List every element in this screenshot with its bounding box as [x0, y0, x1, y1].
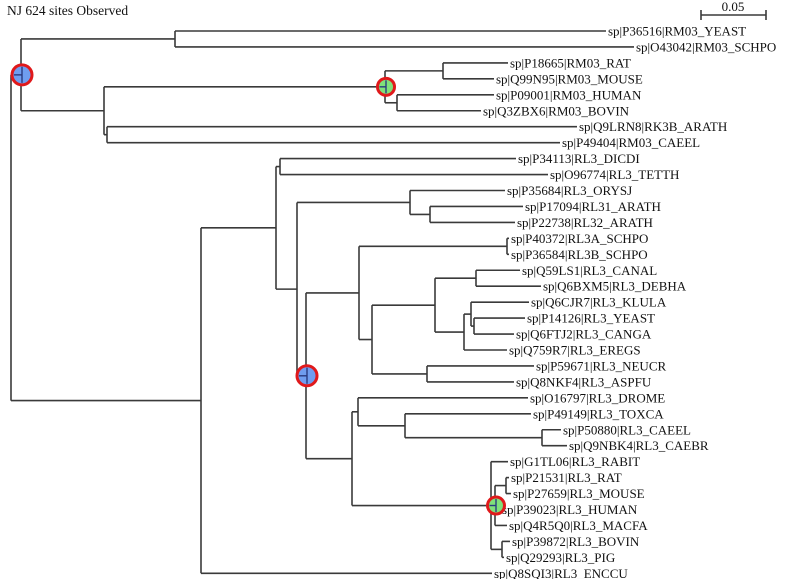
leaf-label[interactable]: sp|P36516|RM03_YEAST	[608, 24, 746, 39]
leaf-label[interactable]: sp|P21531|RL3_RAT	[511, 470, 622, 485]
leaf-label[interactable]: sp|P39023|RL3_HUMAN	[502, 502, 638, 517]
leaf-label[interactable]: sp|P27659|RL3_MOUSE	[513, 486, 645, 501]
leaf-label[interactable]: sp|Q29293|RL3_PIG	[506, 550, 615, 565]
leaf-label[interactable]: sp|P50880|RL3_CAEEL	[563, 422, 691, 437]
leaf-label[interactable]: sp|P36584|RL3B_SCHPO	[511, 247, 648, 262]
leaf-label[interactable]: sp|Q59LS1|RL3_CANAL	[522, 263, 657, 278]
branches	[10, 30, 634, 575]
leaf-label[interactable]: sp|Q6CJR7|RL3_KLULA	[531, 295, 667, 310]
leaf-label[interactable]: sp|Q9LRN8|RK3B_ARATH	[579, 119, 727, 134]
leaf-label[interactable]: sp|Q6FTJ2|RL3_CANGA	[516, 327, 652, 342]
leaf-label[interactable]: sp|P49149|RL3_TOXCA	[533, 406, 664, 421]
leaf-label[interactable]: sp|P59671|RL3_NEUCR	[536, 358, 666, 373]
leaf-label[interactable]: sp|P22738|RL32_ARATH	[517, 215, 653, 230]
leaf-label[interactable]: sp|P18665|RM03_RAT	[510, 55, 631, 70]
leaf-label[interactable]: sp|Q9NBK4|RL3_CAEBR	[569, 438, 709, 453]
leaf-label[interactable]: sp|P49404|RM03_CAEEL	[562, 135, 700, 150]
leaf-label[interactable]: sp|P40372|RL3A_SCHPO	[511, 231, 648, 246]
leaf-label[interactable]: sp|Q8NKF4|RL3_ASPFU	[516, 374, 652, 389]
leaf-label[interactable]: sp|Q4R5Q0|RL3_MACFA	[509, 518, 648, 533]
leaf-label[interactable]: sp|O43042|RM03_SCHPO	[636, 39, 776, 54]
leaf-label[interactable]: sp|P34113|RL3_DICDI	[518, 151, 640, 166]
leaf-label[interactable]: sp|P09001|RM03_HUMAN	[496, 87, 642, 102]
leaf-label[interactable]: sp|P14126|RL3_YEAST	[527, 311, 655, 326]
leaf-label[interactable]: sp|Q6BXM5|RL3_DEBHA	[543, 279, 687, 294]
leaf-label[interactable]: sp|P17094|RL31_ARATH	[525, 199, 661, 214]
leaf-label[interactable]: sp|Q759R7|RL3_EREGS	[509, 343, 641, 358]
leaf-label[interactable]: sp|G1TL06|RL3_RABIT	[510, 454, 640, 469]
leaf-label[interactable]: sp|Q8SQI3|RL3_ENCCU	[494, 566, 628, 579]
leaf-label[interactable]: sp|P39872|RL3_BOVIN	[512, 534, 640, 549]
leaf-label[interactable]: sp|Q3ZBX6|RM03_BOVIN	[483, 103, 630, 118]
leaf-labels: sp|P36516|RM03_YEASTsp|O43042|RM03_SCHPO…	[483, 24, 776, 579]
node-markers	[10, 63, 506, 516]
scale-bar: 0.05	[700, 0, 767, 20]
tree-title: NJ 624 sites Observed	[7, 3, 128, 18]
scale-bar-label: 0.05	[722, 0, 745, 14]
leaf-label[interactable]: sp|Q99N95|RM03_MOUSE	[496, 71, 643, 86]
leaf-label[interactable]: sp|P35684|RL3_ORYSJ	[507, 183, 632, 198]
leaf-label[interactable]: sp|O96774|RL3_TETTH	[550, 167, 679, 182]
leaf-label[interactable]: sp|O16797|RL3_DROME	[530, 390, 665, 405]
